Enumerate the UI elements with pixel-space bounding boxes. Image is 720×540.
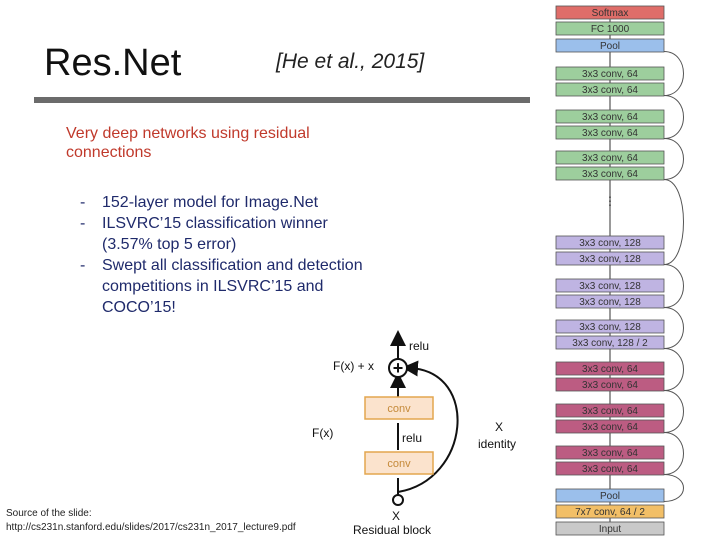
layer-box — [555, 461, 665, 476]
skip-connection — [663, 432, 684, 475]
bullet-list: 152-layer model for Image.Net ILSVRC’15 … — [78, 192, 368, 318]
layer-box — [555, 5, 665, 20]
title-divider — [34, 97, 530, 103]
layer-box — [555, 82, 665, 97]
x-input-label: X — [392, 509, 400, 523]
skip-connection — [663, 264, 684, 308]
plus-node — [388, 358, 408, 378]
layer-label: Pool — [600, 41, 620, 52]
layer-box — [555, 419, 665, 434]
layer-box — [555, 278, 665, 293]
layer-label: 3x3 conv, 64 — [582, 112, 638, 123]
layer-box — [555, 361, 665, 376]
layer-box — [555, 294, 665, 309]
bullet-item: 152-layer model for Image.Net — [78, 192, 368, 213]
layer-label: 3x3 conv, 64 — [582, 85, 638, 96]
layer-box — [555, 445, 665, 460]
layer-box — [555, 125, 665, 140]
layer-box — [555, 521, 665, 536]
skip-connection — [663, 138, 684, 180]
skip-connection — [663, 179, 684, 265]
input-node — [392, 494, 404, 506]
layer-label: 3x3 conv, 64 — [582, 169, 638, 180]
layer-label: 3x3 conv, 128 — [579, 238, 641, 249]
identity-curve — [397, 360, 459, 493]
relu-label: relu — [402, 431, 422, 445]
layer-box — [555, 150, 665, 165]
layer-label: 3x3 conv, 128 — [579, 254, 641, 265]
bullet-item: ILSVRC’15 classification winner (3.57% t… — [78, 213, 368, 255]
layer-box — [555, 488, 665, 503]
skip-connection — [663, 474, 684, 502]
layer-label: 3x3 conv, 64 — [582, 364, 638, 375]
layer-label: 3x3 conv, 64 — [582, 380, 638, 391]
layer-label: 3x3 conv, 64 — [582, 448, 638, 459]
layer-box — [555, 377, 665, 392]
conv-box — [364, 451, 434, 475]
ellipsis-icon: ⋮ — [604, 194, 616, 208]
slide-title: Res.Net — [44, 42, 182, 84]
fx-label: F(x) — [312, 426, 333, 440]
layer-box — [555, 251, 665, 266]
layer-box — [555, 109, 665, 124]
x-label: X — [495, 420, 503, 434]
block-caption: Residual block — [353, 523, 432, 537]
layer-box — [555, 38, 665, 53]
relu-label: relu — [409, 339, 429, 353]
source-url: http://cs231n.stanford.edu/slides/2017/c… — [6, 522, 296, 533]
skip-connection — [663, 307, 684, 349]
layer-box — [555, 166, 665, 181]
fx-plus-x-label: F(x) + x — [333, 359, 374, 373]
conv-label: conv — [387, 403, 411, 415]
skip-connection — [663, 95, 684, 139]
bullet-item: Swept all classification and detection c… — [78, 255, 368, 318]
layer-label: 3x3 conv, 128 — [579, 297, 641, 308]
layer-box — [555, 504, 665, 519]
skip-connection — [663, 51, 684, 96]
layer-label: 3x3 conv, 64 — [582, 464, 638, 475]
layer-label: Softmax — [592, 8, 629, 19]
skip-connection — [663, 348, 684, 391]
layer-label: 3x3 conv, 128 — [579, 281, 641, 292]
layer-box — [555, 335, 665, 350]
identity-label: identity — [478, 437, 516, 451]
source-note: Source of the slide: http://cs231n.stanf… — [6, 507, 296, 535]
skip-connection — [663, 390, 684, 433]
layer-box — [555, 235, 665, 250]
source-label: Source of the slide: — [6, 508, 92, 519]
layer-label: 7x7 conv, 64 / 2 — [575, 507, 645, 518]
layer-box — [555, 403, 665, 418]
layer-label: 3x3 conv, 128 — [579, 322, 641, 333]
layer-box — [555, 21, 665, 36]
layer-box — [555, 319, 665, 334]
layer-label: 3x3 conv, 128 / 2 — [572, 338, 648, 349]
conv-label: conv — [387, 458, 411, 470]
lead-text: Very deep networks using residual connec… — [66, 125, 310, 161]
plus-icon: + — [393, 358, 404, 378]
citation: [He et al., 2015] — [276, 50, 425, 73]
conv-box — [364, 396, 434, 420]
layer-label: 3x3 conv, 64 — [582, 422, 638, 433]
layer-label: 3x3 conv, 64 — [582, 406, 638, 417]
layer-label: Pool — [600, 491, 620, 502]
layer-box — [555, 66, 665, 81]
layer-label: 3x3 conv, 64 — [582, 153, 638, 164]
layer-label: 3x3 conv, 64 — [582, 69, 638, 80]
layer-label: Input — [599, 524, 621, 535]
layer-label: FC 1000 — [591, 24, 630, 35]
layer-label: 3x3 conv, 64 — [582, 128, 638, 139]
